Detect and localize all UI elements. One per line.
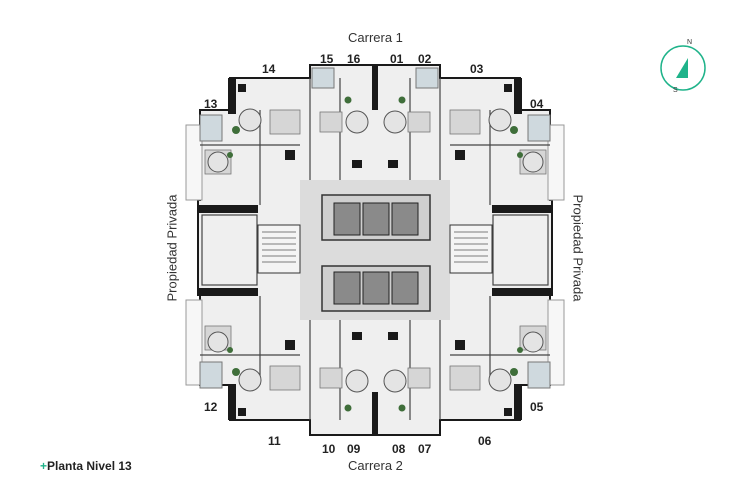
- plan-title: +Planta Nivel 13: [40, 459, 132, 473]
- elevator-2: [362, 202, 390, 236]
- unit-label-14: 14: [262, 62, 276, 76]
- unit-label-04: 04: [530, 97, 544, 111]
- unit-label-01: 01: [390, 52, 404, 66]
- unit-label-13: 13: [204, 97, 218, 111]
- plan-title-text: Planta Nivel 13: [47, 459, 132, 473]
- jacuzzi-04: [527, 114, 551, 142]
- stairs-right: [449, 224, 493, 274]
- wall-ne: [514, 78, 522, 114]
- elevator-4: [333, 271, 361, 305]
- compass-icon: [660, 45, 706, 91]
- jacuzzi-15: [311, 67, 335, 89]
- elevator-5: [362, 271, 390, 305]
- unit-label-07: 07: [418, 442, 432, 456]
- compass-needle: [676, 58, 688, 78]
- wall-sw: [228, 384, 236, 420]
- street-label-top: Carrera 1: [348, 30, 403, 45]
- unit-label-10: 10: [322, 442, 336, 456]
- side-label-left: Propiedad Privada: [164, 194, 180, 302]
- unit-label-02: 02: [418, 52, 432, 66]
- unit-label-16: 16: [347, 52, 361, 66]
- unit-label-08: 08: [392, 442, 406, 456]
- jacuzzi-05: [527, 361, 551, 389]
- plus-icon: +: [40, 459, 48, 473]
- wall-left-mid-a: [198, 205, 258, 213]
- unit-label-11: 11: [268, 434, 281, 448]
- compass-south-label: S: [673, 87, 678, 94]
- unit-label-09: 09: [347, 442, 361, 456]
- wall-top-mid: [372, 65, 378, 110]
- elevator-1: [333, 202, 361, 236]
- wall-left-mid-b: [198, 288, 258, 296]
- wall-se: [514, 384, 522, 420]
- jacuzzi-02: [415, 67, 439, 89]
- wall-bottom-mid: [372, 392, 378, 435]
- balcony-left-top: [185, 124, 203, 201]
- wall-right-mid-b: [492, 288, 552, 296]
- street-label-bottom: Carrera 2: [348, 458, 403, 473]
- unit-label-05: 05: [530, 400, 544, 414]
- wall-right-mid-a: [492, 205, 552, 213]
- balcony-right-bottom: [547, 299, 565, 386]
- balcony-left-bottom: [185, 299, 203, 386]
- elevator-3: [391, 202, 419, 236]
- elevator-6: [391, 271, 419, 305]
- jacuzzi-13: [199, 114, 223, 142]
- unit-label-06: 06: [478, 434, 492, 448]
- jacuzzi-12: [199, 361, 223, 389]
- unit-label-12: 12: [204, 400, 218, 414]
- balcony-right-top: [547, 124, 565, 201]
- compass-north-label: N: [687, 39, 693, 46]
- wall-nw: [228, 78, 236, 114]
- unit-label-03: 03: [470, 62, 484, 76]
- stairs-left: [257, 224, 301, 274]
- side-label-right: Propiedad Privada: [570, 194, 586, 302]
- unit-label-15: 15: [320, 52, 334, 66]
